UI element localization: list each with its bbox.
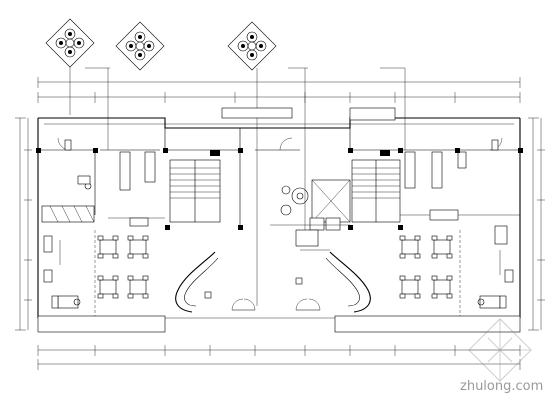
right-wing: [400, 137, 520, 309]
bottom-dimension-lines: [37, 345, 521, 370]
left-wing: [38, 137, 165, 309]
watermark: zhulong.com: [460, 318, 543, 394]
guide-lines: [94, 230, 461, 316]
watermark-text: zhulong.com: [460, 379, 543, 394]
right-stair: [349, 128, 401, 223]
side-dimension-lines: [15, 117, 545, 331]
curved-entry-walls: [175, 251, 371, 313]
central-core: [255, 137, 351, 251]
right-dining-tables: [399, 235, 453, 299]
top-dimension-lines: [37, 67, 521, 245]
diamond-symbol-center: [227, 21, 277, 306]
structural-columns: [36, 148, 523, 230]
diamond-symbol-center-left: [115, 21, 165, 71]
left-stair: [164, 128, 241, 225]
diamond-symbol-left: [45, 18, 95, 115]
entrance-doors: [231, 298, 321, 311]
left-dining-tables: [97, 235, 149, 299]
